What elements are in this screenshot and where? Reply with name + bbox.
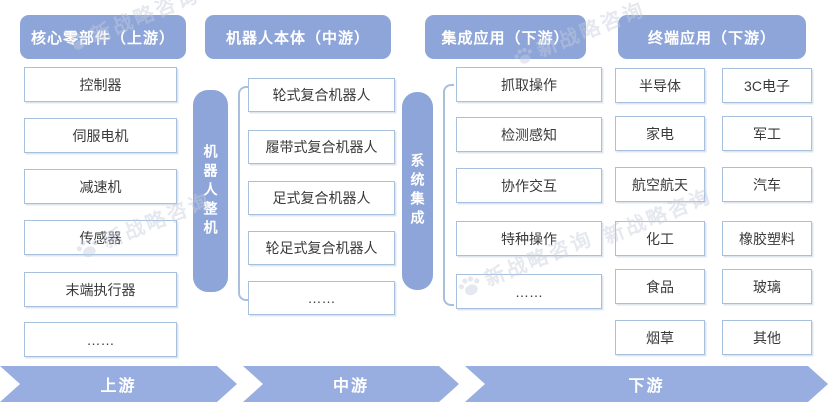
item-inspection: 检测感知: [456, 117, 602, 152]
item-aerospace: 航空航天: [615, 167, 705, 202]
item-legged-robot: 足式复合机器人: [248, 181, 395, 215]
item-wheel-leg-robot: 轮足式复合机器人: [248, 231, 395, 265]
header-integrated-application: 集成应用（下游）: [425, 15, 586, 59]
item-home-appliance: 家电: [615, 116, 705, 151]
side-label-robot-machine: 机器人整机: [193, 90, 228, 292]
item-collaboration: 协作交互: [456, 168, 602, 203]
item-sensor: 传感器: [24, 220, 177, 255]
bracket-robot-body: [238, 86, 249, 301]
side-label-system-integration: 系统集成: [402, 92, 433, 290]
item-others: 其他: [722, 320, 812, 355]
item-glass: 玻璃: [722, 269, 812, 304]
item-automotive: 汽车: [722, 167, 812, 202]
item-chemical: 化工: [615, 221, 705, 256]
item-controller: 控制器: [24, 67, 177, 102]
item-special-operation: 特种操作: [456, 221, 602, 256]
flow-arrow-midstream: 中游: [243, 366, 459, 402]
flow-arrow-downstream: 下游: [465, 366, 828, 402]
item-3c-electronics: 3C电子: [722, 68, 812, 103]
item-servo-motor: 伺服电机: [24, 118, 177, 153]
header-terminal-application: 终端应用（下游）: [618, 15, 806, 59]
item-tobacco: 烟草: [615, 320, 705, 355]
flow-arrow-upstream: 上游: [0, 366, 237, 402]
item-ellipsis-midstream: ……: [248, 281, 395, 315]
item-semiconductor: 半导体: [615, 68, 705, 103]
item-ellipsis-upstream: ……: [24, 322, 177, 357]
item-end-effector: 末端执行器: [24, 272, 177, 307]
bracket-integration: [443, 84, 454, 306]
item-reducer: 减速机: [24, 169, 177, 204]
item-tracked-robot: 履带式复合机器人: [248, 130, 395, 164]
item-rubber-plastic: 橡胶塑料: [722, 221, 812, 256]
header-robot-body: 机器人本体（中游）: [205, 15, 391, 59]
item-food: 食品: [615, 269, 705, 304]
item-wheeled-robot: 轮式复合机器人: [248, 78, 395, 112]
item-ellipsis-integration: ……: [456, 274, 602, 309]
item-military: 军工: [722, 116, 812, 151]
header-core-components: 核心零部件（上游）: [20, 15, 186, 59]
item-grasping: 抓取操作: [456, 67, 602, 102]
